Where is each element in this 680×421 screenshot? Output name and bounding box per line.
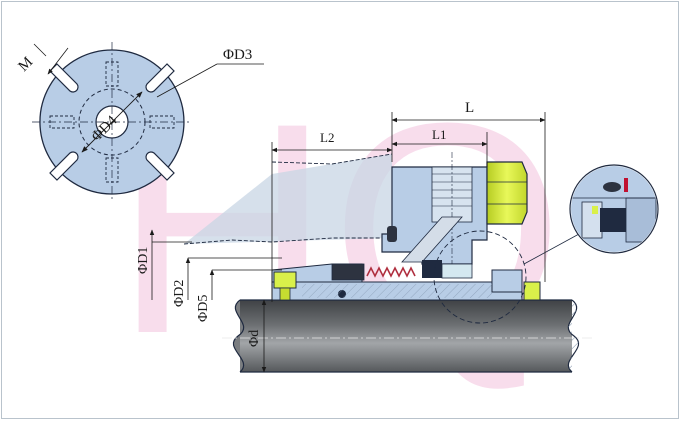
seal-assembly xyxy=(271,230,541,324)
nut-icon xyxy=(486,161,528,225)
label-l2: L2 xyxy=(320,130,334,145)
housing xyxy=(183,152,528,277)
dimension-lines xyxy=(149,112,546,373)
detail-callout xyxy=(523,164,659,265)
label-d5: ΦD5 xyxy=(196,295,211,322)
label-l1: L1 xyxy=(432,127,446,142)
label-d3: ΦD3 xyxy=(223,47,252,63)
label-d2: ΦD2 xyxy=(172,280,187,307)
label-l: L xyxy=(465,100,474,116)
shaft xyxy=(222,299,592,373)
end-view-ring xyxy=(32,42,264,202)
label-d: Φd xyxy=(247,330,262,347)
label-m: M xyxy=(16,54,37,75)
label-d1: ΦD1 xyxy=(136,247,151,274)
